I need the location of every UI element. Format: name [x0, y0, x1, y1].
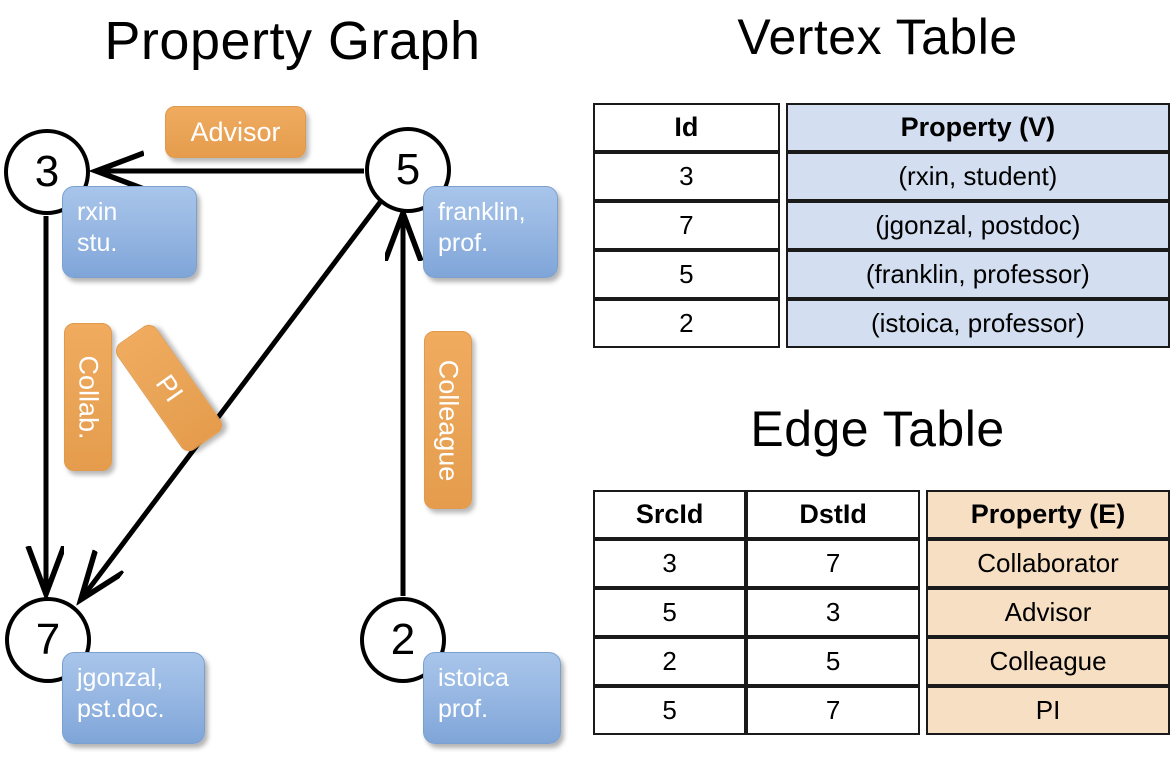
vertex-row-1-id: 7 — [593, 201, 780, 250]
vertex-row-3-property: (istoica, professor) — [785, 299, 1170, 348]
edge-label-advisor: Advisor — [165, 106, 306, 158]
graph-node-3-label: 3 — [34, 147, 60, 196]
page-title-vertex-table: Vertex Table — [737, 9, 1018, 65]
edge-row-3-dstid: 7 — [746, 686, 921, 735]
edge-table-column-gap — [920, 686, 927, 735]
vertex-property-3-line2: stu. — [77, 229, 118, 257]
page-title-property-graph: Property Graph — [104, 11, 481, 71]
table-row: 7 (jgonzal, postdoc) — [593, 201, 1170, 250]
vertex-property-2-line1: istoica — [438, 664, 509, 692]
vertex-property-7-line2: pst.doc. — [77, 695, 165, 723]
vertex-table-header-property: Property (V) — [785, 103, 1170, 152]
edge-label-colleague-text: Colleague — [433, 359, 464, 481]
vertex-property-5-line2: prof. — [438, 229, 489, 257]
vertex-table-column-gap — [779, 152, 786, 201]
page-title-edge-table: Edge Table — [750, 401, 1005, 457]
edge-label-advisor-text: Advisor — [190, 116, 281, 147]
table-row: 5 7 PI — [593, 686, 1170, 735]
vertex-row-0-id: 3 — [593, 152, 780, 201]
edge-row-0-srcid: 3 — [593, 539, 747, 588]
vertex-row-1-property: (jgonzal, postdoc) — [785, 201, 1170, 250]
edge-label-pi-text: PI — [149, 368, 190, 407]
graph-node-2-label: 2 — [390, 615, 416, 664]
table-row: 2 5 Colleague — [593, 637, 1170, 686]
table-row: 5 3 Advisor — [593, 588, 1170, 637]
edge-label-collab-text: Collab. — [73, 354, 104, 440]
vertex-property-box-2: istoica prof. — [423, 652, 561, 744]
edge-row-2-dstid: 5 — [746, 637, 921, 686]
edge-row-1-property: Advisor — [926, 588, 1170, 637]
table-row: 3 (rxin, student) — [593, 152, 1170, 201]
edge-label-colleague: Colleague — [424, 331, 472, 509]
vertex-property-2-line2: prof. — [438, 695, 489, 723]
vertex-table: Id Property (V) 3 (rxin, student) 7 (jgo… — [593, 103, 1170, 348]
graph-node-7-label: 7 — [35, 615, 61, 664]
edge-table-header-row: SrcId DstId Property (E) — [593, 490, 1170, 539]
table-row: 3 7 Collaborator — [593, 539, 1170, 588]
vertex-row-2-id: 5 — [593, 250, 780, 299]
edge-table-column-gap — [920, 539, 927, 588]
vertex-row-3-id: 2 — [593, 299, 780, 348]
edge-row-1-dstid: 3 — [746, 588, 921, 637]
edge-row-3-property: PI — [926, 686, 1170, 735]
table-row: 2 (istoica, professor) — [593, 299, 1170, 348]
edge-row-0-property: Collaborator — [926, 539, 1170, 588]
vertex-property-box-7: jgonzal, pst.doc. — [62, 652, 205, 744]
vertex-property-3-line1: rxin — [77, 198, 118, 226]
edge-table-header-property: Property (E) — [926, 490, 1170, 539]
vertex-property-7-line1: jgonzal, — [77, 664, 164, 692]
edge-table-column-gap — [920, 637, 927, 686]
edge-table-column-gap — [920, 588, 927, 637]
edge-row-2-property: Colleague — [926, 637, 1170, 686]
vertex-property-box-5: franklin, prof. — [423, 186, 558, 278]
vertex-table-column-gap — [779, 103, 786, 152]
edge-row-2-srcid: 2 — [593, 637, 747, 686]
vertex-property-box-3: rxin stu. — [62, 186, 197, 278]
vertex-table-column-gap — [779, 299, 786, 348]
edge-table-header-dstid: DstId — [746, 490, 921, 539]
vertex-row-2-property: (franklin, professor) — [785, 250, 1170, 299]
edge-label-collab: Collab. — [64, 323, 112, 471]
edge-table-header-srcid: SrcId — [593, 490, 747, 539]
edge-row-1-srcid: 5 — [593, 588, 747, 637]
vertex-table-column-gap — [779, 201, 786, 250]
edge-row-0-dstid: 7 — [746, 539, 921, 588]
property-graph-diagram: 3 5 7 2 rxin stu. franklin, prof. jgonza… — [0, 0, 585, 760]
graph-node-2[interactable]: 2 — [360, 597, 446, 683]
graph-edge-lines — [0, 0, 585, 760]
vertex-property-5-line1: franklin, — [438, 198, 526, 226]
edge-table: SrcId DstId Property (E) 3 7 Collaborato… — [593, 490, 1170, 735]
vertex-row-0-property: (rxin, student) — [785, 152, 1170, 201]
vertex-table-column-gap — [779, 250, 786, 299]
edge-row-3-srcid: 5 — [593, 686, 747, 735]
edge-line-5-to-7 — [82, 199, 383, 598]
table-row: 5 (franklin, professor) — [593, 250, 1170, 299]
vertex-table-header-row: Id Property (V) — [593, 103, 1170, 152]
vertex-table-header-id: Id — [593, 103, 780, 152]
edge-table-column-gap — [920, 490, 927, 539]
graph-node-5-label: 5 — [395, 145, 421, 194]
